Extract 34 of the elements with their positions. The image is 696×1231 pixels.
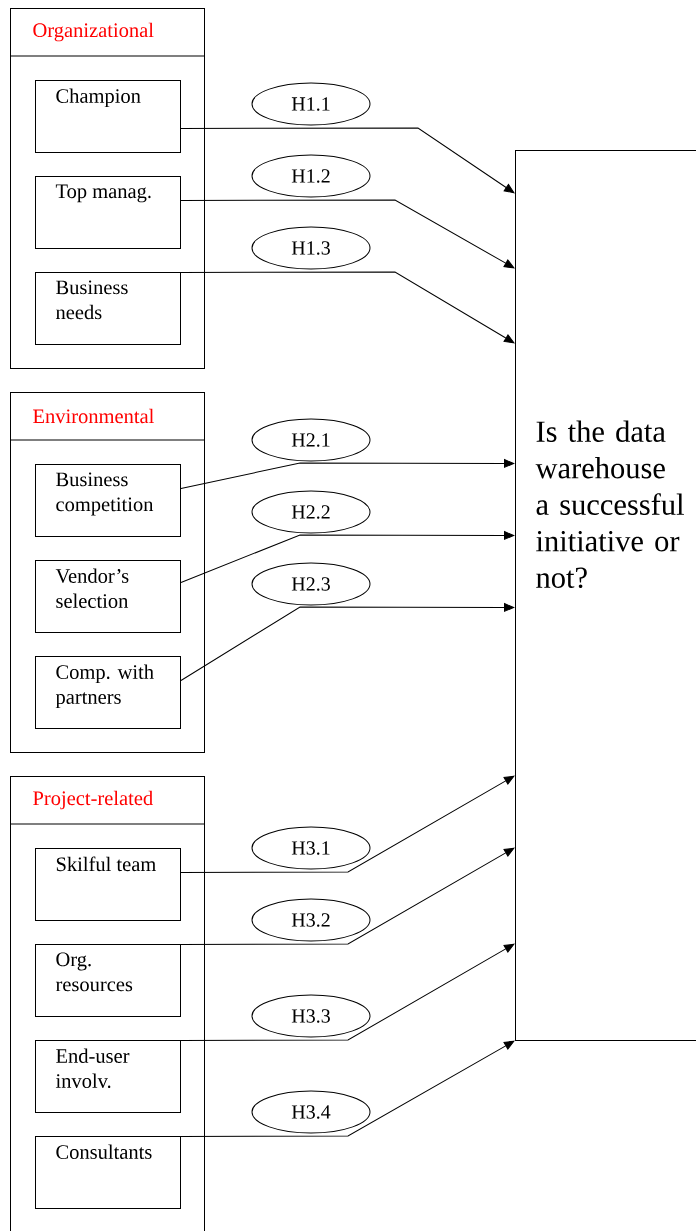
arrow	[180, 847, 515, 945]
edge-label: H2.3	[251, 562, 371, 606]
arrow	[180, 531, 515, 583]
edge-label: H3.3	[251, 994, 371, 1038]
arrow	[180, 271, 515, 344]
edge-label: H1.1	[251, 82, 371, 126]
edge-label: H1.3	[251, 226, 371, 270]
arrow	[180, 775, 515, 873]
factor-box: End-user involv.	[35, 1040, 181, 1113]
factor-box: Business competition	[35, 464, 181, 537]
factor-box: Comp. with partners	[35, 656, 181, 729]
arrow	[180, 1040, 515, 1137]
group-heading: Project-related	[33, 790, 153, 810]
outcome-box: Is the data warehouse a successful initiative or not?	[515, 150, 696, 1041]
factor-box: Consultants	[35, 1136, 181, 1209]
factor-box: Vendor’s selection	[35, 560, 181, 633]
edge-label: H3.4	[251, 1090, 371, 1134]
factor-box: Org. resources	[35, 944, 181, 1017]
factor-box: Skilful team	[35, 848, 181, 921]
edge-label: H3.1	[251, 826, 371, 870]
factor-box: Business needs	[35, 272, 181, 345]
factor-box: Top manag.	[35, 176, 181, 249]
edge-label: H2.2	[251, 490, 371, 534]
group-heading: Environmental	[33, 408, 154, 424]
arrow	[180, 603, 515, 681]
edge-label: H3.2	[251, 898, 371, 942]
arrow	[180, 943, 515, 1041]
edge-label: H2.1	[251, 418, 371, 462]
arrow	[180, 127, 515, 194]
arrow	[180, 199, 515, 269]
factor-box: Champion	[35, 80, 181, 153]
group-heading: Organizational	[33, 22, 154, 42]
arrow	[180, 459, 515, 489]
edge-label: H1.2	[251, 154, 371, 198]
